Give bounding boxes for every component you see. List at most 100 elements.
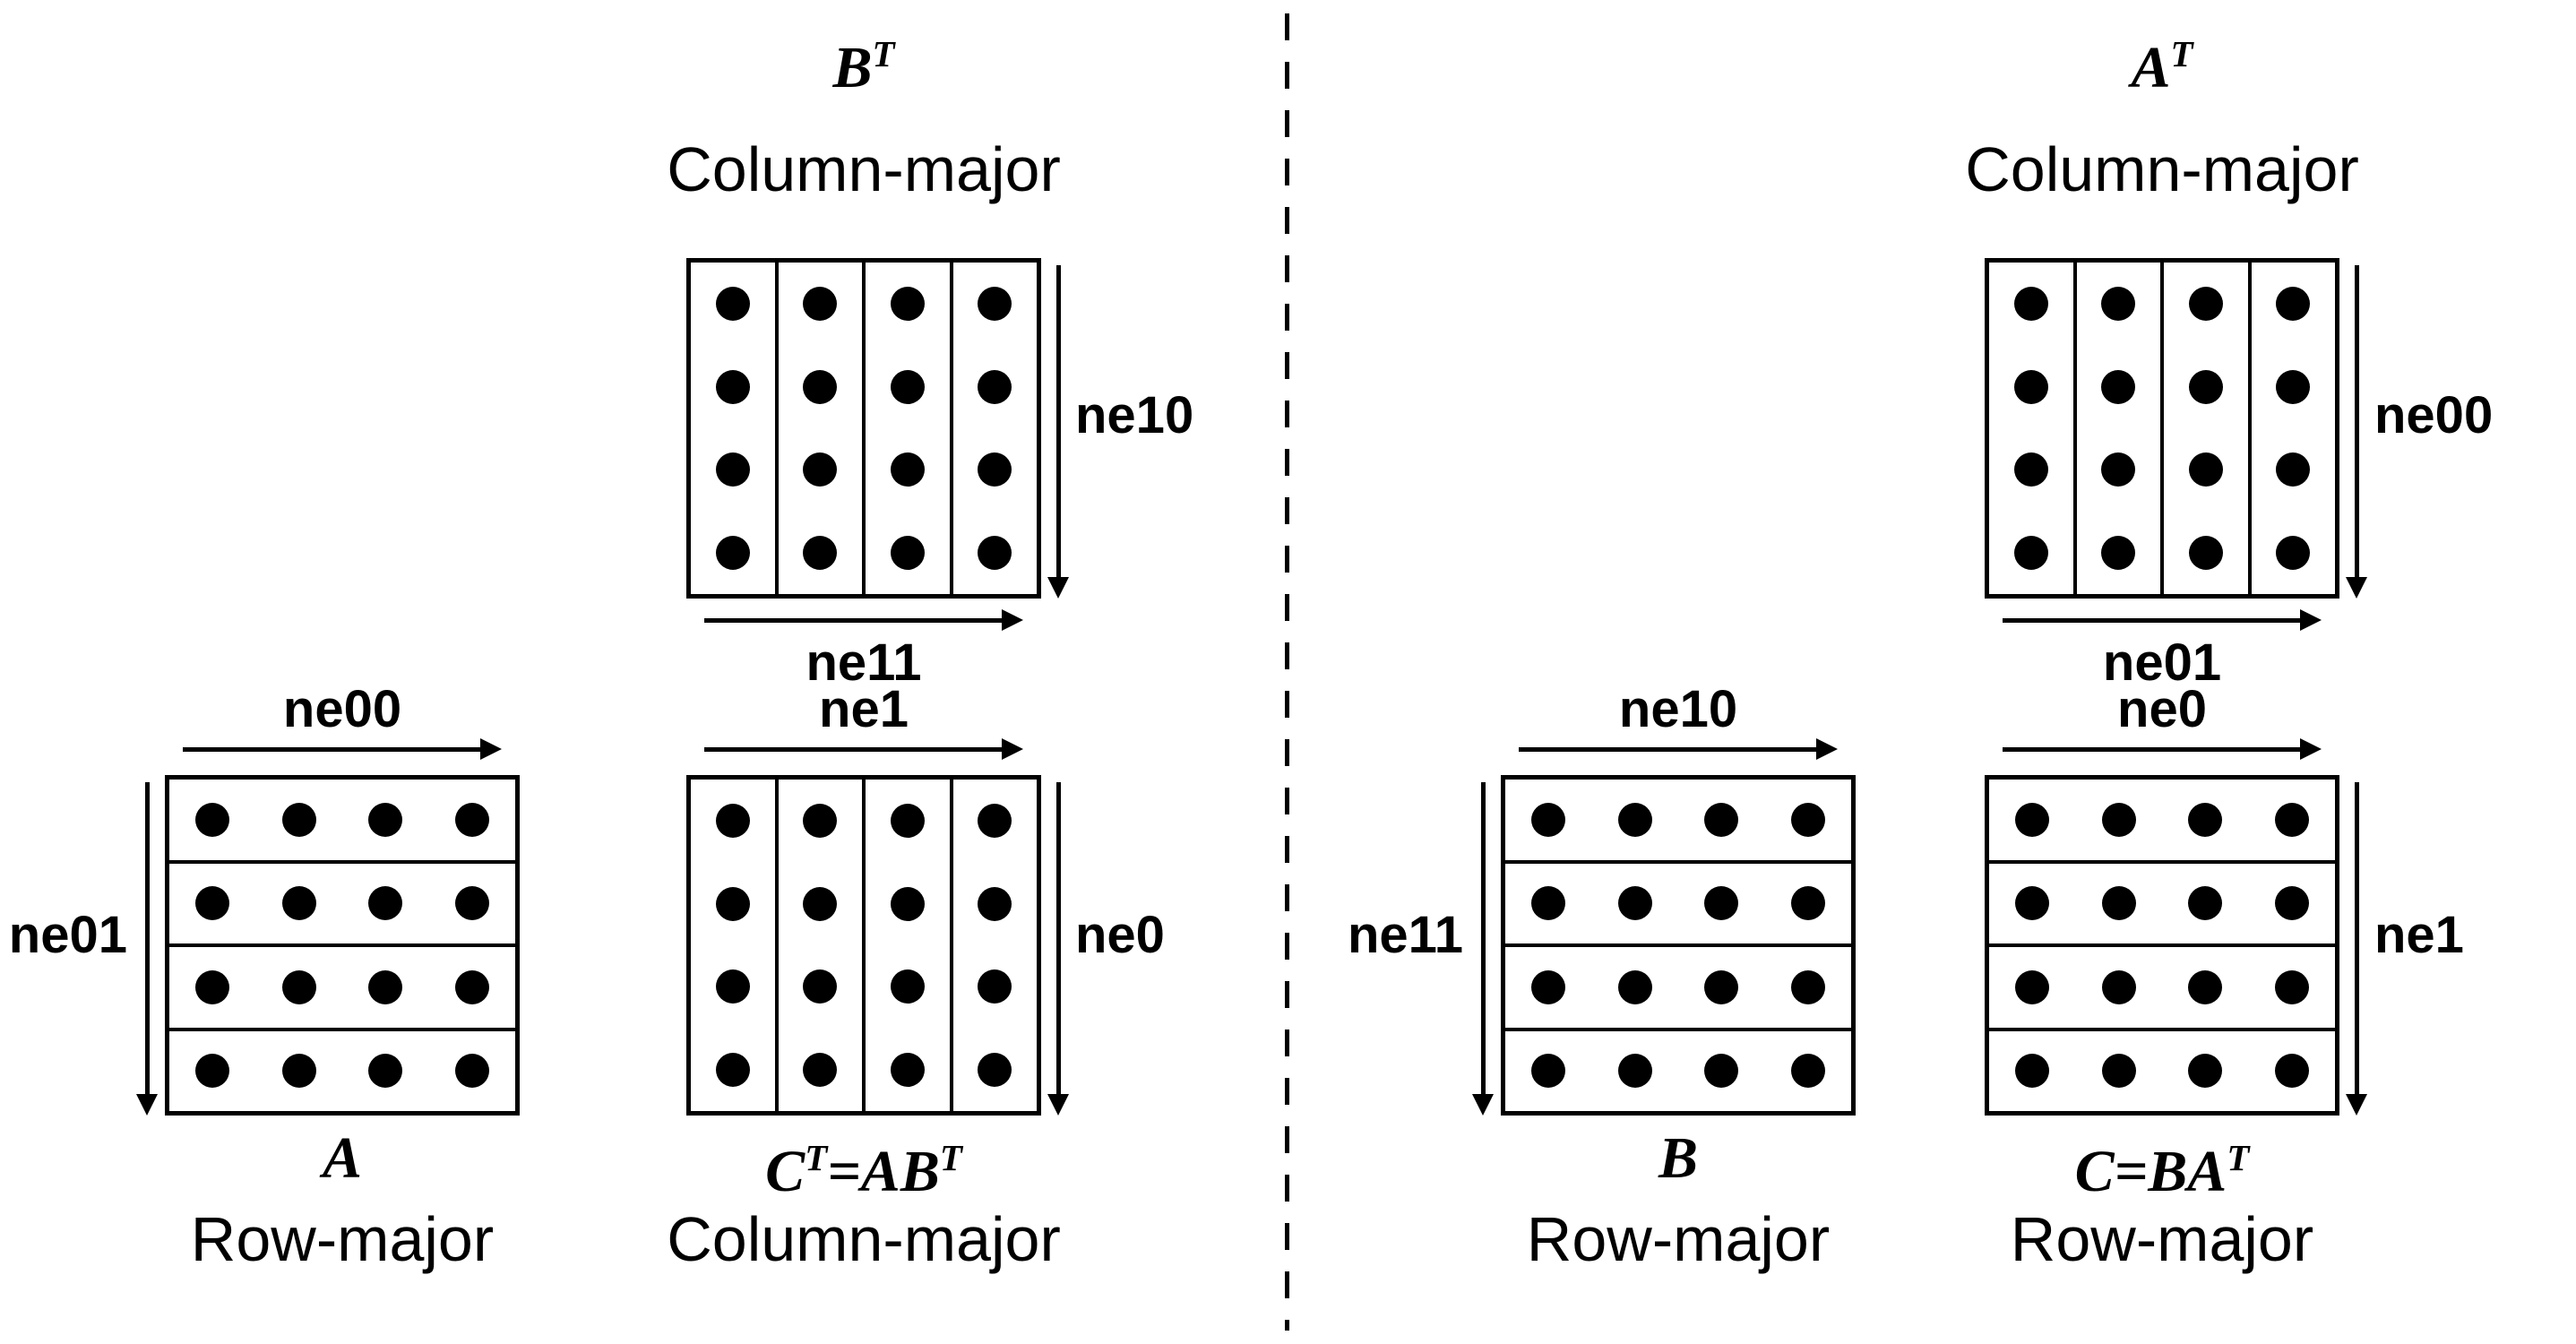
matrix-element-dot [715, 1052, 750, 1087]
c-ne0-label: ne0 [2117, 680, 2207, 738]
arrow-head [1472, 1094, 1494, 1116]
a-left-arrow [135, 782, 159, 1116]
bt-right-arrow [1047, 265, 1070, 599]
matrix-column [1989, 263, 2077, 594]
matrix-row [1505, 780, 1851, 864]
matrix-element-dot [2013, 535, 2048, 570]
ct-top-arrow [704, 738, 1023, 760]
arrow-shaft [1480, 782, 1486, 1098]
arrow-shaft [704, 617, 1005, 623]
arrow-head [480, 738, 502, 760]
matrix-element-dot [1704, 886, 1739, 921]
matrix-element-dot [2101, 535, 2136, 570]
matrix-row [1505, 864, 1851, 947]
matrix-element-dot [2101, 1054, 2136, 1089]
matrix-element-dot [890, 886, 925, 921]
matrix-row [1989, 947, 2335, 1031]
matrix-element-dot [281, 886, 316, 921]
matrix-element-dot [803, 804, 838, 839]
arrow-head [2346, 577, 2367, 599]
matrix-element-dot [2188, 535, 2223, 570]
matrix-element-dot [281, 1054, 316, 1089]
matrix-box-bt [686, 258, 1041, 599]
matrix-element-dot [2276, 535, 2311, 570]
a-ne00-label: ne00 [282, 680, 402, 738]
matrix-row [1989, 864, 2335, 947]
matrix-element-dot [2013, 452, 2048, 487]
arrow-shaft [1055, 782, 1061, 1098]
matrix-element-dot [195, 1054, 230, 1089]
matrix-element-dot [715, 452, 750, 487]
matrix-element-dot [978, 969, 1012, 1004]
b-left-arrow [1471, 782, 1495, 1116]
matrix-element-dot [2101, 969, 2136, 1004]
matrix-element-dot [715, 969, 750, 1004]
matrix-row [169, 864, 515, 947]
arrow-head [136, 1094, 158, 1116]
matrix-element-dot [890, 287, 925, 322]
matrix-element-dot [368, 802, 403, 837]
a-top-arrow [183, 738, 502, 760]
matrix-element-dot [978, 1052, 1012, 1087]
matrix-element-dot [2274, 886, 2309, 921]
matrix-element-dot [1617, 802, 1652, 837]
at-bottom-arrow [2003, 609, 2322, 631]
matrix-element-dot [2188, 886, 2223, 921]
arrow-shaft [2003, 617, 2304, 623]
matrix-element-dot [715, 287, 750, 322]
matrix-column [2077, 263, 2164, 594]
matrix-element-dot [803, 535, 838, 570]
matrix-element-dot [978, 886, 1012, 921]
storage-label-b: Row-major [1526, 1204, 1831, 1274]
storage-label-at: Column-major [1965, 134, 2359, 204]
matrix-element-dot [890, 452, 925, 487]
matrix-box-ct [686, 775, 1041, 1116]
arrow-shaft [1519, 746, 1820, 752]
arrow-head [1047, 1094, 1069, 1116]
matrix-element-dot [1531, 1054, 1566, 1089]
matrix-element-dot [1531, 802, 1566, 837]
matrix-column [691, 780, 779, 1111]
at-ne00-label: ne00 [2374, 386, 2494, 444]
matrix-row [169, 780, 515, 864]
matrix-title-c: C=BAT [2074, 1138, 2250, 1204]
matrix-element-dot [978, 369, 1012, 404]
matrix-element-dot [2274, 969, 2309, 1004]
matrix-element-dot [368, 886, 403, 921]
arrow-head [1047, 577, 1069, 599]
arrow-head [1816, 738, 1838, 760]
matrix-element-dot [2188, 969, 2223, 1004]
storage-label-c: Row-major [2010, 1204, 2314, 1274]
matrix-element-dot [1617, 969, 1652, 1004]
matrix-element-dot [2015, 886, 2050, 921]
matrix-element-dot [2274, 802, 2309, 837]
matrix-element-dot [803, 287, 838, 322]
matrix-element-dot [2015, 969, 2050, 1004]
arrow-shaft [1055, 265, 1061, 581]
matrix-element-dot [454, 802, 489, 837]
matrix-element-dot [803, 969, 838, 1004]
ct-right-arrow [1047, 782, 1070, 1116]
matrix-title-at: AT [2131, 34, 2193, 100]
matrix-element-dot [715, 535, 750, 570]
matrix-row [169, 1031, 515, 1112]
b-top-arrow [1519, 738, 1838, 760]
matrix-element-dot [2276, 369, 2311, 404]
arrow-head [1002, 738, 1023, 760]
matrix-element-dot [2188, 1054, 2223, 1089]
matrix-element-dot [803, 369, 838, 404]
matrix-element-dot [2101, 802, 2136, 837]
matrix-element-dot [978, 452, 1012, 487]
matrix-box-a [165, 775, 520, 1116]
matrix-element-dot [978, 535, 1012, 570]
matrix-element-dot [1790, 969, 1825, 1004]
matrix-element-dot [195, 886, 230, 921]
ct-ne0-label: ne0 [1075, 906, 1165, 964]
matrix-element-dot [1617, 1054, 1652, 1089]
arrow-shaft [704, 746, 1005, 752]
panel-divider [1285, 13, 1289, 1331]
bt-ne10-label: ne10 [1075, 386, 1194, 444]
arrow-head [2346, 1094, 2367, 1116]
matrix-element-dot [2274, 1054, 2309, 1089]
matrix-column [779, 263, 866, 594]
